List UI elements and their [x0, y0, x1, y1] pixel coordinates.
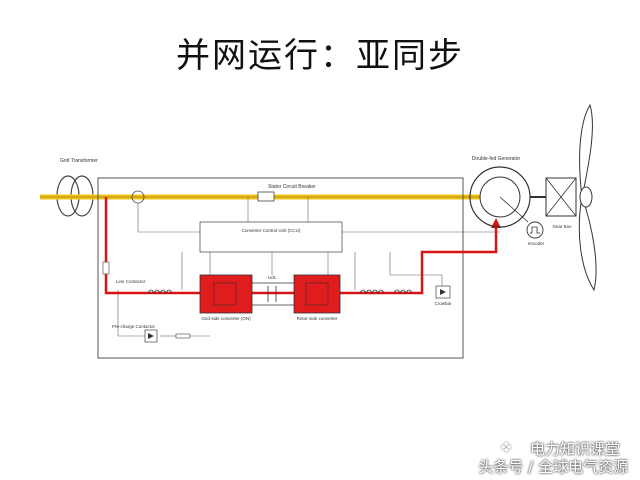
rotor-side-converter	[293, 274, 341, 314]
dc-link	[252, 282, 294, 306]
crowbar-label: Crowbar	[434, 301, 452, 306]
grid-side-converter-label: Grid-side converter (ON)	[201, 316, 251, 321]
watermark-line1: 电力知识课堂	[529, 440, 620, 458]
encoder-label: encoder	[528, 241, 545, 246]
stator-circuit-breaker	[257, 191, 275, 202]
watermark-icon: ❖	[500, 440, 513, 456]
encoder	[526, 221, 544, 239]
stator-breaker-label: Stator Circuit Breaker	[268, 184, 316, 190]
watermark-line2: 头条号 / 全球电气资源	[478, 458, 628, 476]
line-contactor	[102, 261, 110, 275]
ccu-label: Converter Control Unit (CCU)	[242, 228, 301, 233]
converter-control-unit	[199, 221, 343, 253]
grid-side-converter	[199, 274, 253, 314]
rotor-side-converter-label: Rotor-side converter	[297, 316, 338, 321]
line-contactor-label: Line Contactor	[116, 279, 146, 284]
grid-transformer-label: Grid Transformer	[60, 158, 98, 164]
power-flow-path	[104, 197, 498, 295]
converter-cabinet	[97, 177, 464, 359]
gear-box-label: Gear Box	[552, 224, 572, 229]
dc-link-label: Udc	[268, 275, 277, 280]
slide-title: 并网运行：亚同步	[176, 36, 464, 76]
precharge-resistor	[175, 333, 191, 339]
turbine-rotor	[578, 103, 597, 292]
precharge-label: Pre-charge Contactor	[112, 324, 156, 329]
generator-label: Double-fed Generator	[472, 156, 521, 162]
